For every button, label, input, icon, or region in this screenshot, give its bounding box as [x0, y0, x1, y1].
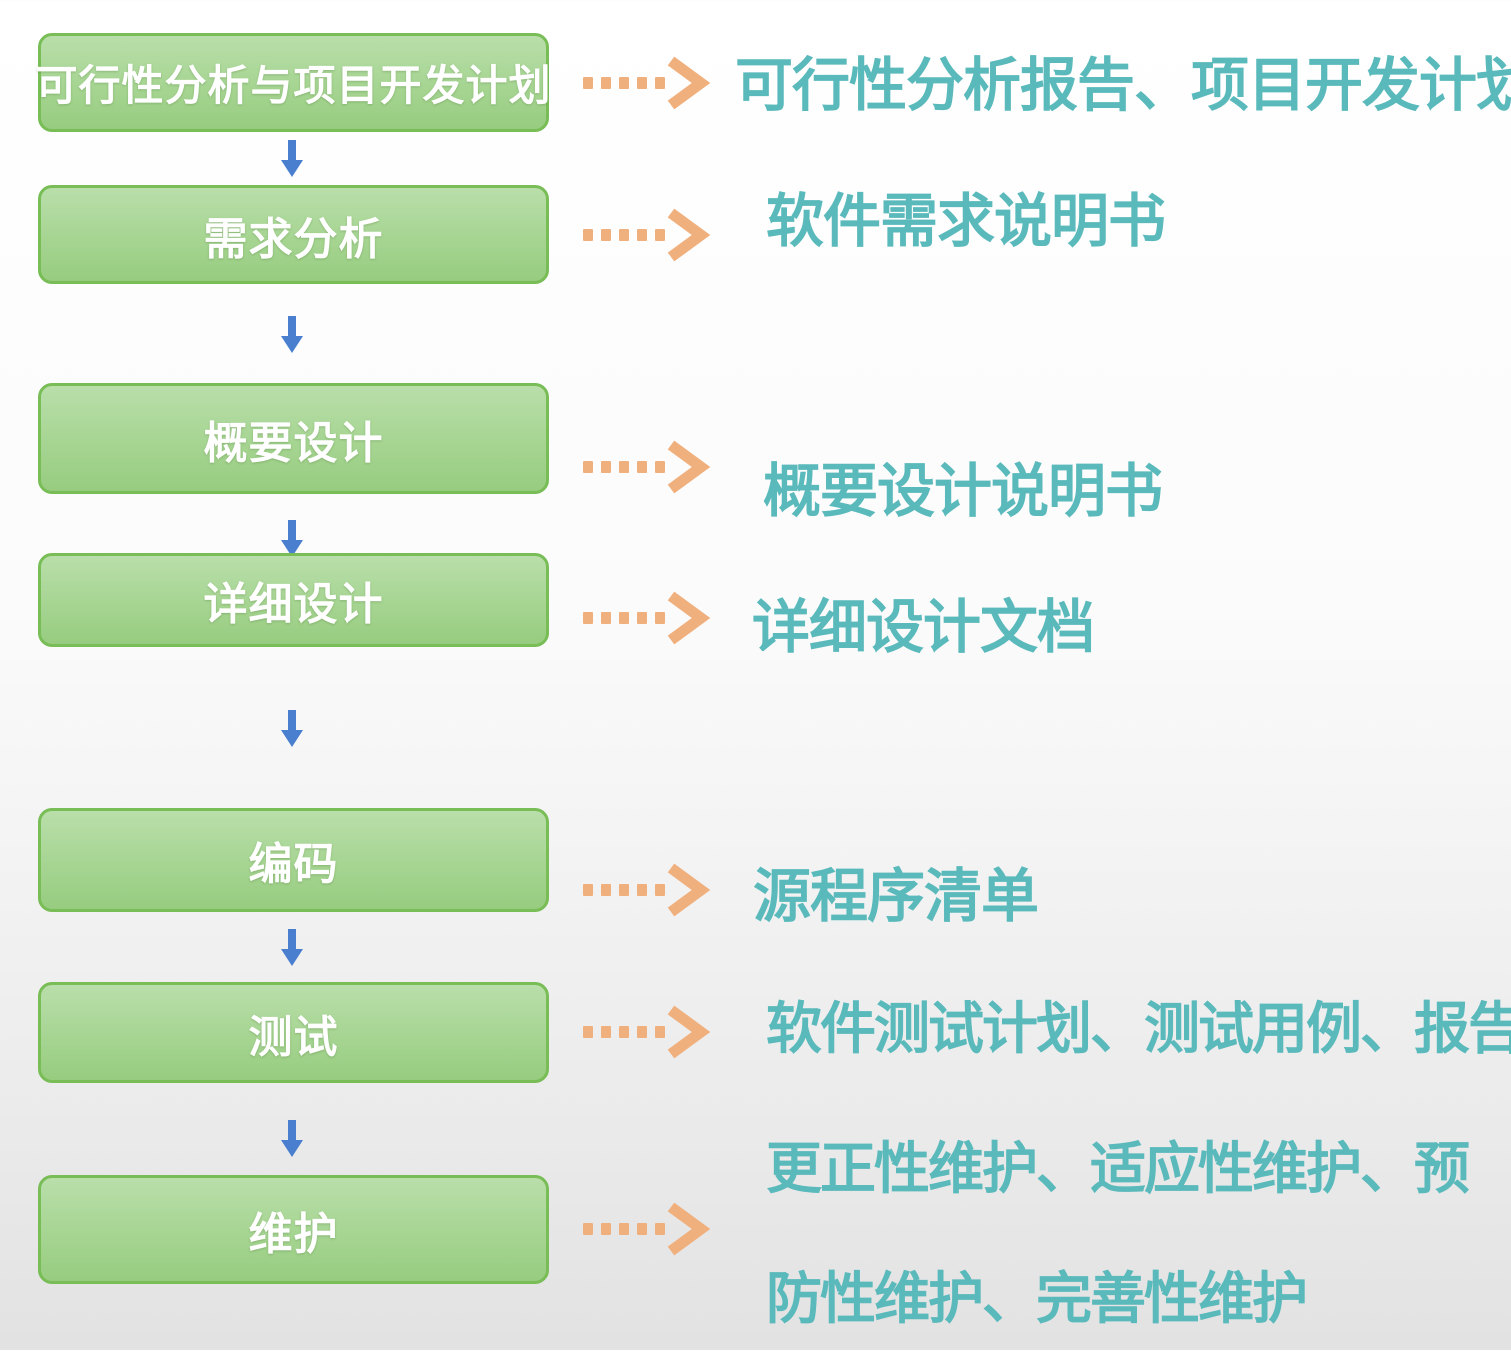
dotted-arrow-right-icon	[583, 440, 711, 494]
dotted-arrow-right-icon	[583, 56, 711, 110]
deliverable-maintenance: 更正性维护、适应性维护、预防性维护、完善性维护	[766, 1137, 1470, 1332]
stage-detailed-design-box: 详细设计	[38, 553, 549, 647]
arrow-down-icon	[281, 316, 303, 353]
dotted-arrow-right-icon	[583, 863, 711, 917]
arrow-down-icon	[281, 929, 303, 966]
dotted-arrow-right-icon	[583, 1202, 711, 1256]
stage-feasibility-box: 可行性分析与项目开发计划	[35, 33, 552, 132]
arrow-down-icon	[281, 520, 303, 557]
stage-maintenance-box: 维护	[38, 1175, 549, 1284]
stage-requirements-box: 需求分析	[38, 185, 549, 284]
stage-high-level-design-box: 概要设计	[38, 383, 549, 494]
stage-label: 编码	[248, 839, 339, 890]
deliverable-detailed-design: 详细设计文档	[752, 593, 1095, 661]
stage-testing-box: 测试	[38, 982, 549, 1083]
stage-coding-box: 编码	[38, 808, 549, 912]
stage-label: 需求分析	[203, 213, 384, 265]
deliverable-requirements: 软件需求说明书	[766, 187, 1166, 255]
stage-label: 详细设计	[203, 579, 384, 630]
stage-label: 维护	[248, 1208, 339, 1260]
dotted-arrow-right-icon	[583, 591, 711, 645]
arrow-down-icon	[281, 1120, 303, 1157]
deliverable-high-level-design: 概要设计说明书	[763, 457, 1163, 525]
dotted-arrow-right-icon	[583, 208, 711, 262]
deliverable-feasibility: 可行性分析报告、项目开发计划	[735, 51, 1511, 119]
deliverable-coding: 源程序清单	[753, 862, 1039, 930]
stage-label: 可行性分析与项目开发计划	[35, 61, 552, 110]
stage-label: 测试	[248, 1011, 339, 1063]
arrow-down-icon	[281, 140, 303, 177]
deliverable-testing: 软件测试计划、测试用例、报告	[766, 997, 1511, 1062]
stage-label: 概要设计	[203, 417, 384, 469]
dotted-arrow-right-icon	[583, 1005, 711, 1059]
arrow-down-icon	[281, 710, 303, 747]
